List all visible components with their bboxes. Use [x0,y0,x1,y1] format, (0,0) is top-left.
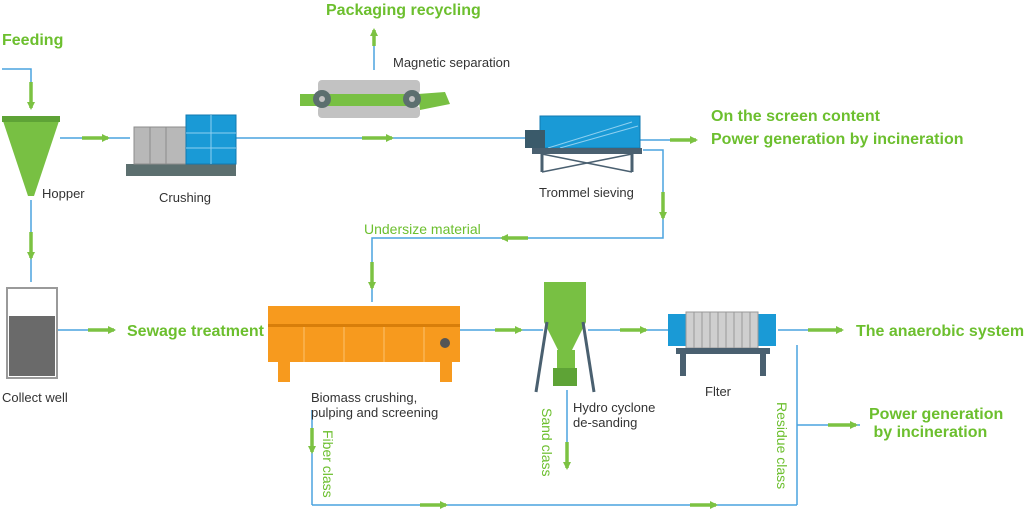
residue-class-label: Residue class [774,402,790,490]
crushing-label: Crushing [159,190,212,205]
hopper-shape [2,116,60,196]
trommel-sieving-label: Trommel sieving [539,185,634,200]
sand-class-label: Sand class [539,408,555,477]
hopper-label: Hopper [42,186,85,201]
biomass-crusher-shape [268,306,460,382]
anaerobic-system-label: The anaerobic system [856,323,1024,340]
hydro-cyclone-shape [534,282,596,393]
magnetic-separation-label: Magnetic separation [393,55,511,70]
trommel-undersize-line [371,149,664,302]
feeding-label: Feeding [2,32,64,49]
biomass-label: Biomass crushing, pulping and screening [311,390,439,420]
packaging-recycling-label: Packaging recycling [326,2,481,19]
sewage-treatment-label: Sewage treatment [127,323,264,340]
filter-label: Flter [705,384,731,399]
collect-well-label: Collect well [2,390,68,405]
fiber-class-label: Fiber class [320,430,336,498]
trommel-shape [525,115,642,173]
power-generation-label-1: Power generation by incineration [711,131,964,148]
hydro-cyclone-label: Hydro cyclone de-sanding [573,400,656,430]
feed-line [2,68,32,95]
collect-well-shape [6,287,58,379]
flow-arrows [27,28,858,509]
filter-press-shape [668,311,776,376]
crusher-shape [126,114,237,176]
undersize-material-label: Undersize material [364,221,481,237]
on-screen-content-label: On the screen content [711,108,880,125]
magnetic-separator-shape [300,80,450,118]
power-generation-label-2: Power generation by incineration [869,406,1004,441]
